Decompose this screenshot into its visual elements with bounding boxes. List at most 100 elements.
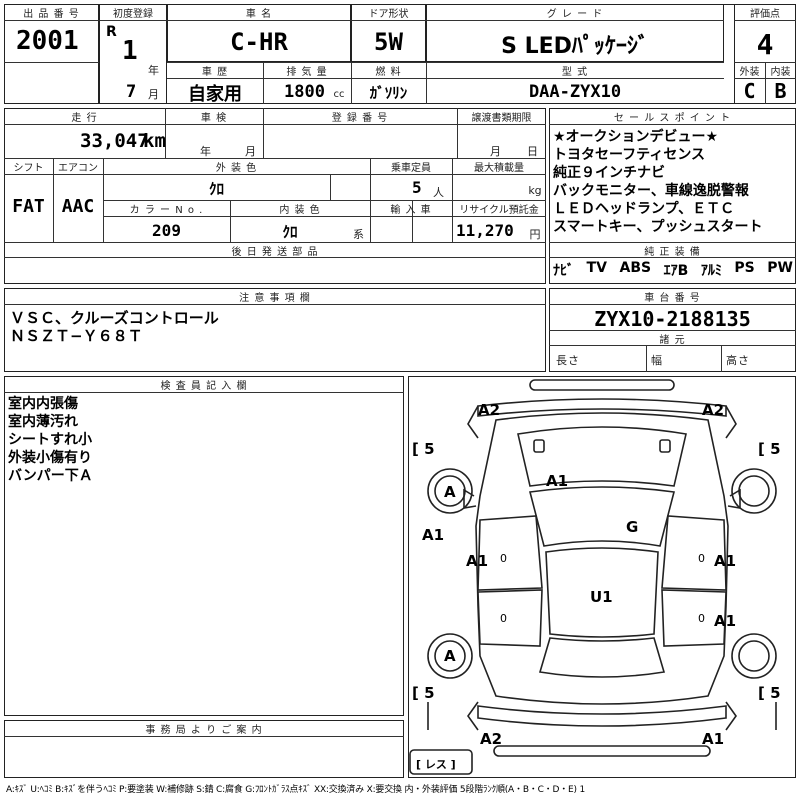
grade-label: グ レ ー ド bbox=[546, 9, 604, 20]
door-label: ドア形状 bbox=[368, 9, 409, 20]
spoiler-outline bbox=[529, 379, 675, 391]
selling-points-block bbox=[549, 108, 796, 284]
ac-label: エアコン bbox=[58, 163, 98, 174]
history-label: 車 歴 bbox=[201, 67, 229, 78]
wheel-rr bbox=[731, 633, 777, 679]
recycle-value: 11,270 bbox=[456, 221, 514, 240]
grade-value: S LEDﾊﾟｯｹｰｼﾞ bbox=[501, 34, 649, 59]
inspector-note-line: シートすれ小 bbox=[8, 432, 92, 448]
score-label: 評価点 bbox=[750, 9, 780, 20]
door-fr-outline bbox=[661, 515, 727, 591]
lot-number-label: 出 品 番 号 bbox=[23, 9, 80, 20]
height-label: 高さ bbox=[726, 354, 750, 367]
front-bumper-outline bbox=[477, 398, 727, 417]
transfer-day-unit: 日 bbox=[527, 145, 539, 158]
door-rr-outline bbox=[661, 589, 727, 647]
registration-month: 7 bbox=[126, 82, 137, 102]
equipment-item: TV bbox=[586, 260, 607, 276]
exterior-color-label: 外 装 色 bbox=[215, 163, 258, 174]
door-value: 5W bbox=[374, 28, 403, 56]
month-unit: 月 bbox=[148, 88, 160, 101]
car-diagram-frame bbox=[408, 376, 796, 778]
inspector-label: 検 査 員 記 入 欄 bbox=[160, 381, 248, 392]
displacement-label: 排 気 量 bbox=[286, 67, 328, 78]
inspection-year-unit: 年 bbox=[200, 145, 212, 158]
mark-tire-fl: [ 5 bbox=[412, 440, 435, 458]
selling-point-item: トヨタセーフティセンス bbox=[553, 147, 706, 163]
mark-zero-rl: 0 bbox=[500, 612, 507, 625]
mark-tire-rl: [ 5 bbox=[412, 684, 435, 702]
type-value: DAA-ZYX10 bbox=[528, 82, 622, 102]
color-number-value: 209 bbox=[152, 221, 181, 240]
details-block bbox=[4, 108, 546, 284]
mark-zero-fr: 0 bbox=[698, 552, 705, 565]
mark-spare: [ レス ] bbox=[416, 758, 456, 771]
chassis-label: 車 台 番 号 bbox=[644, 293, 701, 304]
mark-zero-fl: 0 bbox=[500, 552, 507, 565]
registration-number-label: 登 録 番 号 bbox=[331, 113, 389, 124]
selling-point-item: 純正９インチナビ bbox=[553, 165, 665, 181]
car-diagram: A2 A2 [ 5 [ 5 A A1 A1 G A1 A1 U1 A1 A [ … bbox=[409, 379, 781, 775]
selling-point-item: ★オークションデビュー★ bbox=[553, 129, 719, 145]
equipment-label: 純 正 装 備 bbox=[644, 247, 701, 258]
lot-number-box bbox=[4, 4, 99, 104]
hood-outline bbox=[517, 426, 687, 487]
selling-points-label: セ ー ル ス ポ イ ン ト bbox=[613, 113, 732, 124]
roof-outline bbox=[545, 547, 659, 638]
interior-color-unit: 系 bbox=[353, 228, 365, 241]
registration-year: 1 bbox=[122, 36, 138, 66]
equipment-item: ABS bbox=[619, 260, 652, 276]
model-value: C-HR bbox=[230, 28, 288, 56]
exterior-grade: C bbox=[743, 79, 756, 103]
displacement-unit: cc bbox=[333, 89, 345, 100]
mark-fender-left: A1 bbox=[422, 526, 444, 544]
inspector-note-line: 室内内張傷 bbox=[8, 396, 78, 412]
lot-number-value: 2001 bbox=[16, 26, 79, 56]
mark-door-fl: A1 bbox=[466, 552, 488, 570]
capacity-label: 乗車定員 bbox=[391, 163, 431, 174]
notes-block bbox=[4, 288, 546, 372]
inspector-block bbox=[4, 376, 404, 716]
year-unit: 年 bbox=[148, 64, 160, 77]
width-label: 幅 bbox=[651, 354, 663, 367]
later-parts-label: 後 日 発 送 部 品 bbox=[231, 247, 319, 258]
first-registration-label: 初度登録 bbox=[113, 9, 153, 20]
wheel-rl bbox=[427, 633, 473, 679]
ac-value: AAC bbox=[61, 196, 95, 217]
import-label: 輸 入 車 bbox=[390, 205, 432, 216]
wheel-fr bbox=[731, 468, 777, 514]
equipment-item: PW bbox=[767, 260, 793, 276]
wheel-fl bbox=[427, 468, 473, 514]
model-label: 車 名 bbox=[245, 9, 273, 20]
mark-wheel-fl: A bbox=[444, 483, 456, 501]
equipment-item: ｱﾙﾐ bbox=[700, 263, 722, 279]
inspector-notes-list: 室内内張傷室内薄汚れシートすれ小外装小傷有りバンパー下Ａ bbox=[8, 395, 93, 485]
max-load-label: 最大積載量 bbox=[474, 163, 524, 174]
interior-color-label: 内 装 色 bbox=[279, 205, 321, 216]
history-value: 自家用 bbox=[188, 84, 242, 105]
inspection-month-unit: 月 bbox=[245, 145, 257, 158]
mark-tire-rr: [ 5 bbox=[758, 684, 781, 702]
fuel-value: ｶﾞｿﾘﾝ bbox=[369, 84, 408, 102]
mark-front-right: A2 bbox=[702, 401, 724, 419]
selling-points-list: ★オークションデビュー★ トヨタセーフティセンス純正９インチナビバックモニター、車… bbox=[553, 128, 793, 236]
inspector-note-line: バンパー下Ａ bbox=[8, 468, 93, 484]
era-value: R bbox=[106, 24, 117, 40]
office-label: 事 務 局 よ り ご 案 内 bbox=[145, 725, 263, 736]
equipment-item: PS bbox=[734, 260, 755, 276]
mark-door-rr: A1 bbox=[714, 612, 736, 630]
equipment-item: ﾅﾋﾞ bbox=[553, 263, 574, 279]
mark-hood: A1 bbox=[546, 472, 568, 490]
office-block bbox=[4, 720, 404, 778]
specs-label: 諸 元 bbox=[659, 335, 686, 346]
mark-rear-left: A2 bbox=[480, 730, 502, 748]
mileage-label: 走 行 bbox=[71, 113, 98, 124]
mileage-value: 33,047 bbox=[80, 130, 149, 152]
capacity-value: 5 bbox=[412, 178, 422, 197]
length-label: 長さ bbox=[556, 354, 580, 367]
capacity-unit: 人 bbox=[433, 186, 445, 199]
inspector-note-line: 外装小傷有り bbox=[8, 450, 92, 466]
selling-point-item: バックモニター、車線逸脱警報 bbox=[553, 183, 749, 199]
recycle-unit: 円 bbox=[529, 228, 541, 241]
